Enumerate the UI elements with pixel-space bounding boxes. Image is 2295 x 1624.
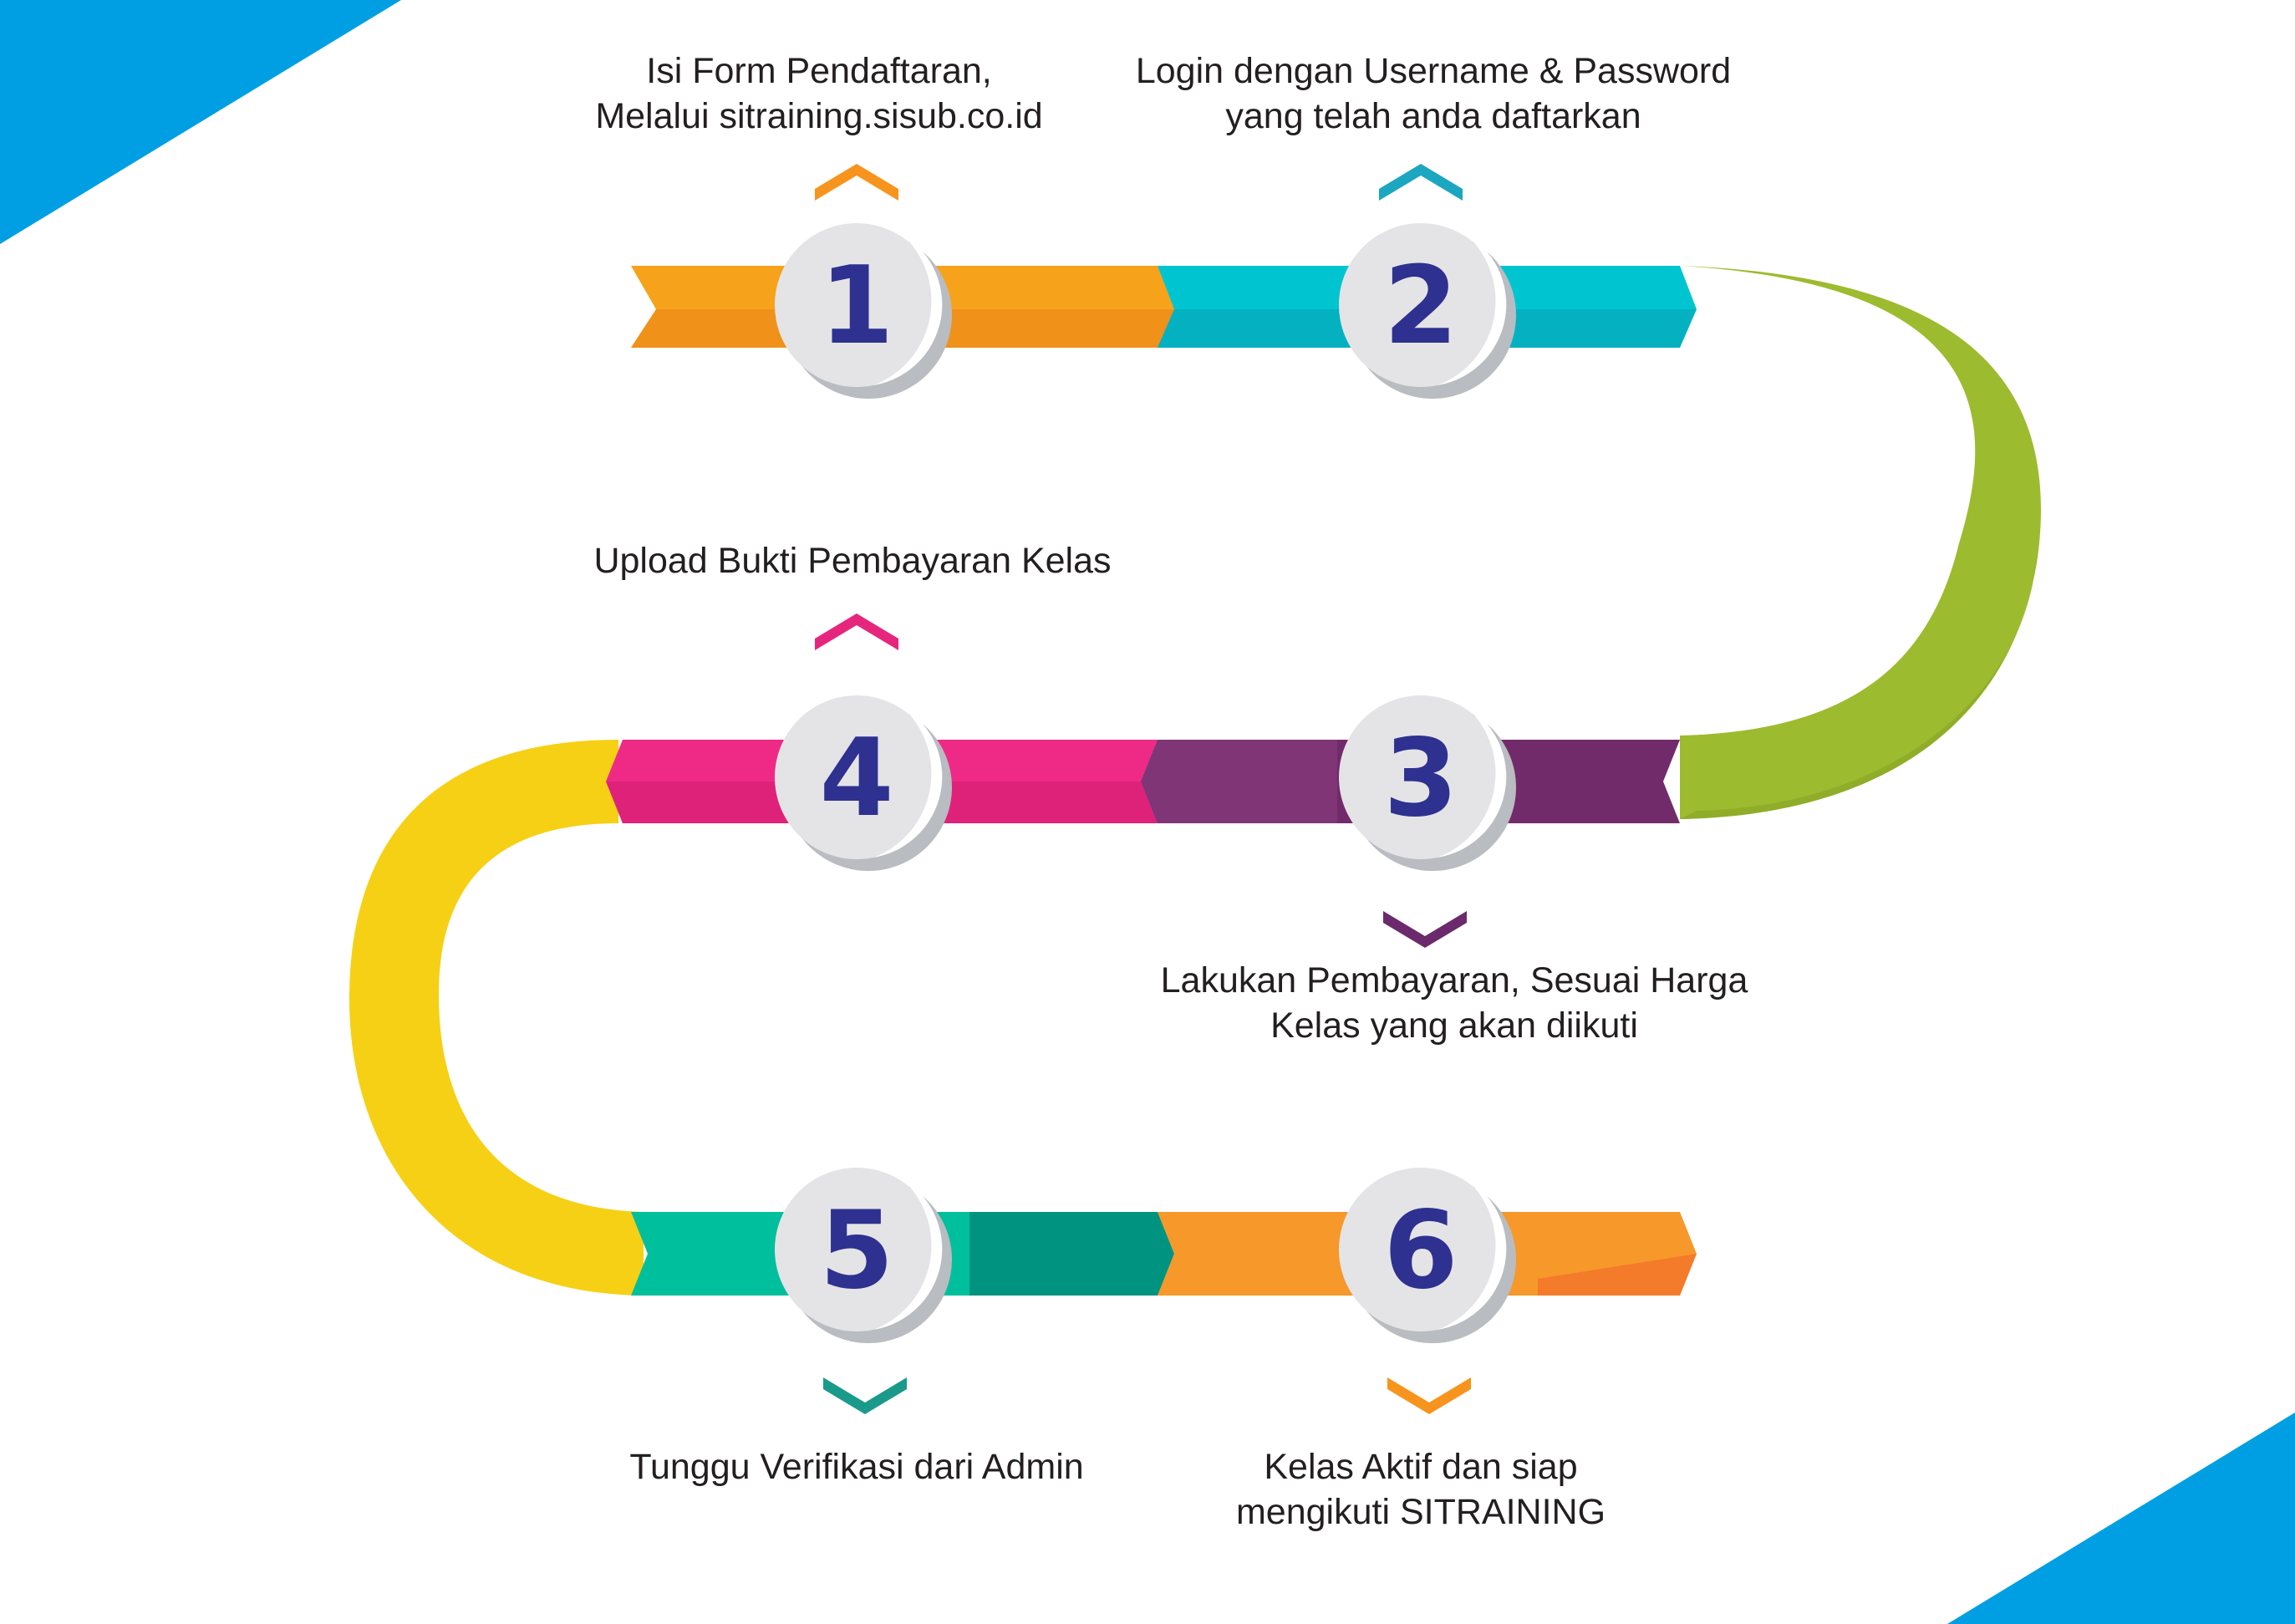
step-1-label: Isi Form Pendaftaran, Melalui sitraining… <box>527 48 1112 139</box>
chevron-up-icon <box>815 613 898 650</box>
corner-accent-bottom-right <box>1947 1413 2295 1624</box>
step-number: 4 <box>819 716 893 841</box>
chevron-down-icon <box>1383 911 1467 948</box>
step-2-label: Login dengan Username & Password yang te… <box>1099 48 1768 139</box>
step-1-label-line-1: Isi Form Pendaftaran, <box>646 51 992 91</box>
step-4-badge: 4 <box>775 695 952 871</box>
step-number: 2 <box>1383 244 1458 369</box>
step-5-label: Tunggu Verifikasi dari Admin <box>552 1444 1162 1489</box>
chevron-down-icon <box>1387 1377 1471 1414</box>
chevron-up-icon <box>815 164 898 201</box>
step-3-label-line-2: Kelas yang akan diikuti <box>1270 1005 1638 1046</box>
step-4-label-line-1: Upload Bukti Pembayaran Kelas <box>593 541 1112 581</box>
curve-right <box>1680 266 2041 819</box>
step-2-badge: 2 <box>1339 223 1516 399</box>
step-number: 3 <box>1383 716 1458 841</box>
step-number: 1 <box>819 244 893 369</box>
step-6-label-line-1: Kelas Aktif dan siap <box>1264 1447 1578 1487</box>
step-number: 5 <box>819 1189 893 1313</box>
step-3-label-line-1: Lakukan Pembayaran, Sesuai Harga <box>1160 960 1748 1000</box>
step-2-label-line-1: Login dengan Username & Password <box>1135 51 1732 91</box>
step-1-label-line-2: Melalui sitraining.sisub.co.id <box>595 96 1043 136</box>
step-6-label: Kelas Aktif dan siap mengikuti SITRAININ… <box>1137 1444 1705 1535</box>
step-6-badge: 6 <box>1339 1168 1516 1343</box>
step-1-badge: 1 <box>775 223 952 399</box>
chevron-up-icon <box>1379 164 1463 201</box>
corner-accent-top-left <box>0 0 401 244</box>
step-4-label: Upload Bukti Pembayaran Kelas <box>535 538 1170 583</box>
step-3-label: Lakukan Pembayaran, Sesuai Harga Kelas y… <box>1095 958 1814 1048</box>
step-2-label-line-2: yang telah anda daftarkan <box>1225 96 1641 136</box>
step-5-label-line-1: Tunggu Verifikasi dari Admin <box>629 1447 1084 1487</box>
step-3-badge: 3 <box>1339 695 1516 871</box>
chevron-down-icon <box>823 1377 907 1414</box>
step-number: 6 <box>1383 1189 1458 1313</box>
step-5-badge: 5 <box>775 1168 952 1343</box>
step-6-label-line-2: mengikuti SITRAINING <box>1235 1492 1606 1532</box>
